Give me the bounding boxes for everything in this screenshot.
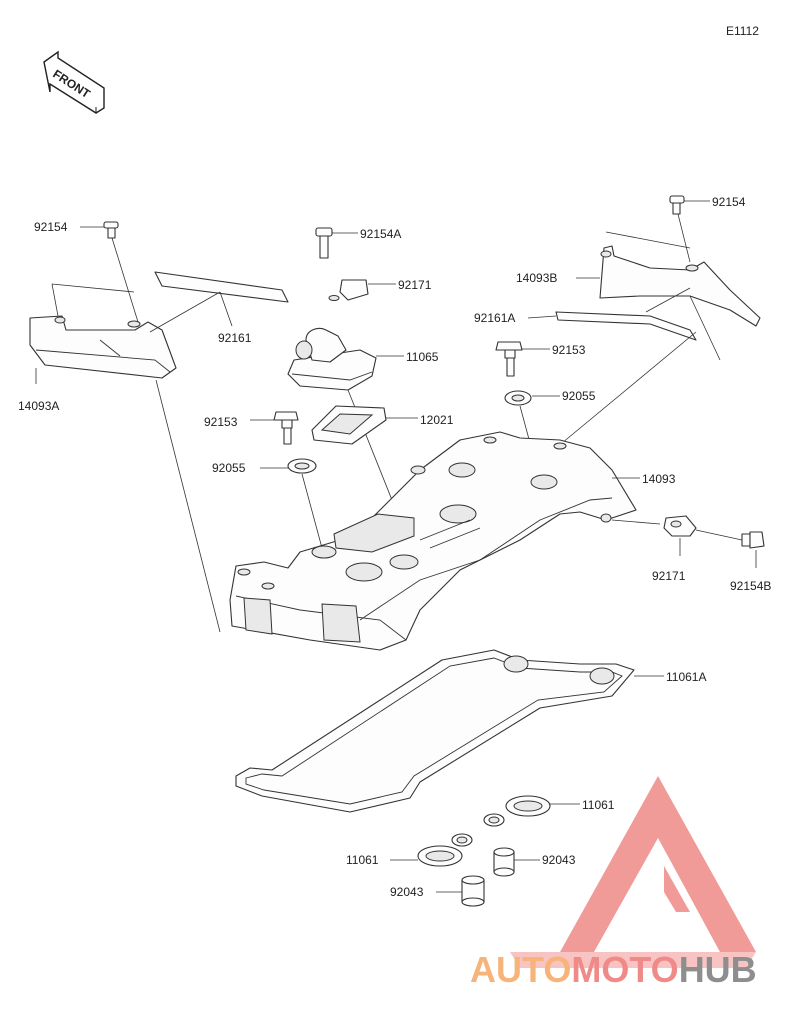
- plate-12021: [311, 405, 387, 445]
- label-11061-left: 11061: [346, 853, 379, 867]
- label-92154-right: 92154: [712, 195, 746, 209]
- label-11061-right: 11061: [582, 798, 615, 812]
- gasket-11061A: [235, 649, 635, 813]
- dowel-92043-left: [461, 875, 485, 907]
- label-92153-right: 92153: [552, 343, 586, 357]
- dowel-92043-right: [493, 847, 515, 877]
- clamp-92171-right: [663, 515, 697, 537]
- label-92161: 92161: [218, 331, 252, 345]
- watermark-text: AUTOMOTOHUB: [470, 949, 757, 990]
- label-92055-right: 92055: [562, 389, 596, 403]
- clamp-92171-top: [328, 279, 369, 301]
- diagram-code: E1112: [726, 24, 759, 38]
- label-92161A: 92161A: [474, 311, 515, 325]
- label-11065: 11065: [406, 350, 439, 364]
- label-92154-left: 92154: [34, 220, 68, 234]
- breather-cover-11065: [287, 327, 377, 391]
- label-92153-left: 92153: [204, 415, 238, 429]
- bolt-92154-left: [103, 221, 119, 239]
- bolt-92154A: [315, 227, 333, 259]
- label-92154A: 92154A: [360, 227, 401, 241]
- label-14093: 14093: [642, 472, 676, 486]
- cover-14093A: [29, 315, 177, 379]
- valve-cover-14093: [229, 431, 637, 651]
- label-92171-right: 92171: [652, 569, 686, 583]
- label-11061A: 11061A: [666, 670, 706, 684]
- label-14093A: 14093A: [18, 399, 59, 413]
- label-92171-top: 92171: [398, 278, 432, 292]
- strip-92161: [154, 271, 289, 303]
- front-arrow-icon: FRONT: [43, 50, 105, 114]
- bolt-92153-right: [495, 341, 523, 377]
- bolt-92154B: [741, 531, 765, 549]
- label-92043-left: 92043: [390, 885, 424, 899]
- grommet-92055-right: [504, 390, 532, 406]
- label-12021: 12021: [420, 413, 454, 427]
- seal-11061-right: [483, 795, 551, 827]
- label-92055-left: 92055: [212, 461, 246, 475]
- bolt-92153-left: [273, 411, 299, 445]
- grommet-92055-left: [287, 458, 317, 474]
- seal-11061-left: [417, 833, 473, 867]
- label-92043-right: 92043: [542, 853, 576, 867]
- bolt-92154-right: [669, 195, 685, 215]
- label-92154B: 92154B: [730, 579, 771, 593]
- strip-92161A: [555, 311, 697, 341]
- watermark-logo: [510, 776, 756, 968]
- cover-14093B: [599, 245, 761, 327]
- label-14093B: 14093B: [516, 271, 557, 285]
